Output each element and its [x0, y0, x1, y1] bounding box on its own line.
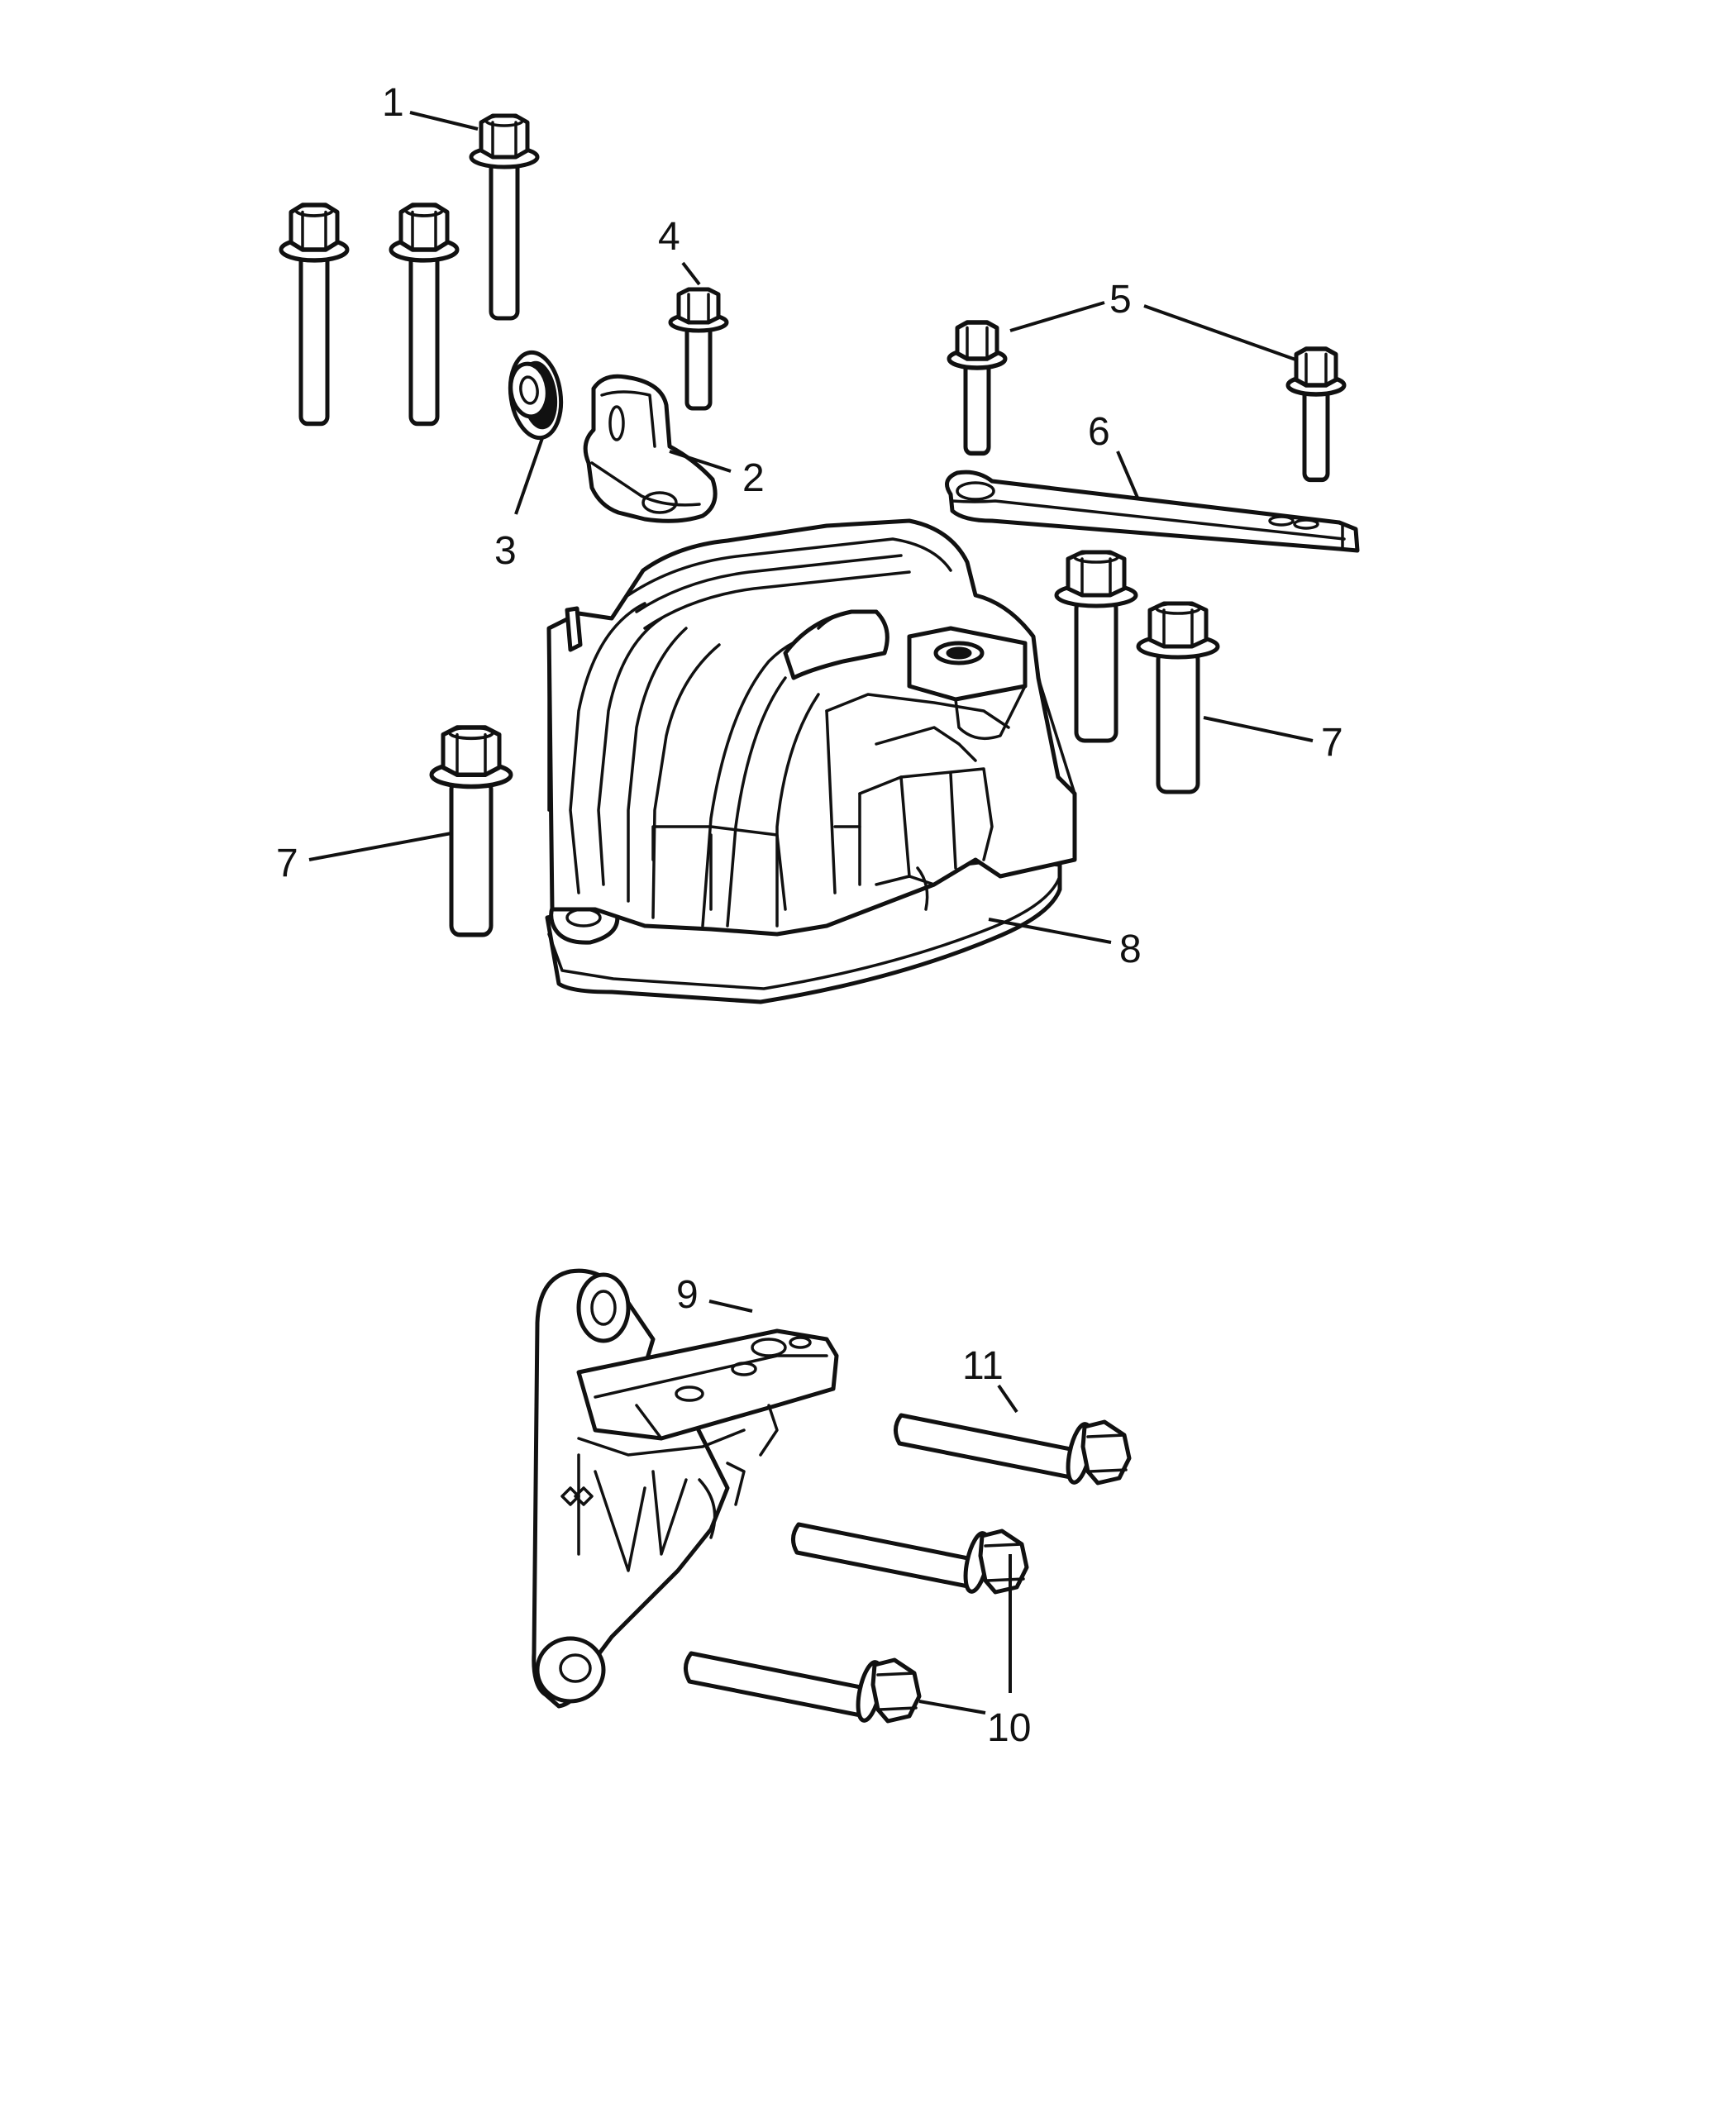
leader-6 [1116, 451, 1139, 498]
callout-7-right: 7 [1321, 721, 1343, 765]
leader-3 [514, 437, 544, 515]
engine-mount-8-part [545, 518, 1077, 1004]
bolt-11-part [895, 1415, 1129, 1485]
flange-nut-3-part [508, 350, 564, 441]
leader-lines [308, 111, 1314, 1715]
leader-8 [988, 918, 1112, 944]
callout-8: 8 [1119, 928, 1142, 971]
leader-1 [409, 111, 479, 131]
bracket-2-part [583, 374, 718, 523]
bolt-1-part [281, 116, 537, 424]
leader-2 [669, 450, 732, 473]
leader-7-left [308, 832, 452, 861]
callout-6: 6 [1088, 410, 1110, 454]
bracket-9-part [532, 1268, 839, 1709]
strut-bar-6-part [945, 470, 1360, 553]
bolt-5-part [949, 322, 1344, 479]
bolt-10-part [685, 1524, 1027, 1723]
callout-1: 1 [382, 81, 404, 125]
callout-3: 3 [494, 529, 517, 573]
callout-9: 9 [676, 1273, 699, 1317]
callout-labels: 1 2 3 4 5 6 7 7 8 9 10 11 [276, 81, 1343, 1750]
callout-2: 2 [742, 456, 765, 500]
callout-5: 5 [1109, 278, 1132, 322]
leader-5-left [1009, 301, 1105, 332]
bolt-4-part [670, 289, 727, 408]
leader-10-lower [918, 1700, 986, 1715]
leader-5-right [1143, 304, 1299, 362]
leader-4 [681, 261, 701, 286]
callout-10: 10 [987, 1706, 1031, 1750]
callout-11: 11 [962, 1344, 1004, 1388]
callout-7-left: 7 [276, 842, 298, 885]
leader-7-right [1203, 716, 1314, 742]
callout-4: 4 [658, 215, 680, 259]
leader-11 [997, 1384, 1018, 1414]
leader-9 [708, 1300, 753, 1313]
